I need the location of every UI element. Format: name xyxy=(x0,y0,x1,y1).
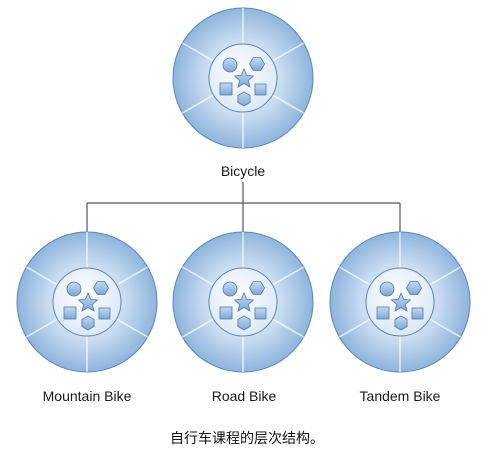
hexagon-shape-icon xyxy=(249,281,265,295)
ring-segment-divider xyxy=(182,318,214,338)
ring-segment-divider xyxy=(182,42,214,62)
mountain-bike-class-node xyxy=(16,231,158,373)
bicycle-class-node xyxy=(172,7,314,149)
mountain-bike-label: Mountain Bike xyxy=(42,388,132,404)
circle-shape-icon xyxy=(379,281,395,297)
ring-segment-divider xyxy=(116,318,148,338)
square-shape-icon xyxy=(219,306,233,320)
small-square-shape-icon xyxy=(98,307,111,320)
hexagon-shape-icon xyxy=(93,281,109,295)
figure-caption: 自行车课程的层次结构。 xyxy=(170,431,324,447)
bicycle-label: Bicycle xyxy=(220,163,266,179)
circle-shape-icon xyxy=(66,281,82,297)
ring-segment-divider xyxy=(272,94,304,114)
hexagon-shape-icon xyxy=(406,281,422,295)
small-square-shape-icon xyxy=(254,83,267,96)
ring-segment-divider xyxy=(182,94,214,114)
square-shape-icon xyxy=(63,306,77,320)
ring-segment-divider xyxy=(182,266,214,286)
star-shape-icon xyxy=(233,291,255,312)
ring-segment-divider xyxy=(26,318,58,338)
square-shape-icon xyxy=(219,82,233,96)
tandem-bike-class-node xyxy=(329,231,471,373)
circle-shape-icon xyxy=(222,281,238,297)
hexagon-shape-icon xyxy=(249,57,265,71)
ring-segment-divider xyxy=(429,318,461,338)
hierarchy-connectors xyxy=(86,182,401,232)
bottom-hexagon-shape-icon xyxy=(81,315,95,331)
ring-segment-divider xyxy=(272,266,304,286)
tandem-bike-label: Tandem Bike xyxy=(359,388,441,404)
road-bike-label: Road Bike xyxy=(211,388,277,404)
small-square-shape-icon xyxy=(254,307,267,320)
bottom-hexagon-shape-icon xyxy=(237,315,251,331)
ring-segment-divider xyxy=(26,266,58,286)
ring-segment-divider xyxy=(272,42,304,62)
ring-segment-divider xyxy=(272,318,304,338)
bottom-hexagon-shape-icon xyxy=(237,91,251,107)
road-bike-class-node xyxy=(172,231,314,373)
star-shape-icon xyxy=(233,67,255,88)
circle-shape-icon xyxy=(222,57,238,73)
bottom-hexagon-shape-icon xyxy=(394,315,408,331)
ring-segment-divider xyxy=(429,266,461,286)
star-shape-icon xyxy=(77,291,99,312)
star-shape-icon xyxy=(390,291,412,312)
ring-segment-divider xyxy=(339,266,371,286)
small-square-shape-icon xyxy=(411,307,424,320)
square-shape-icon xyxy=(376,306,390,320)
ring-segment-divider xyxy=(339,318,371,338)
ring-segment-divider xyxy=(116,266,148,286)
